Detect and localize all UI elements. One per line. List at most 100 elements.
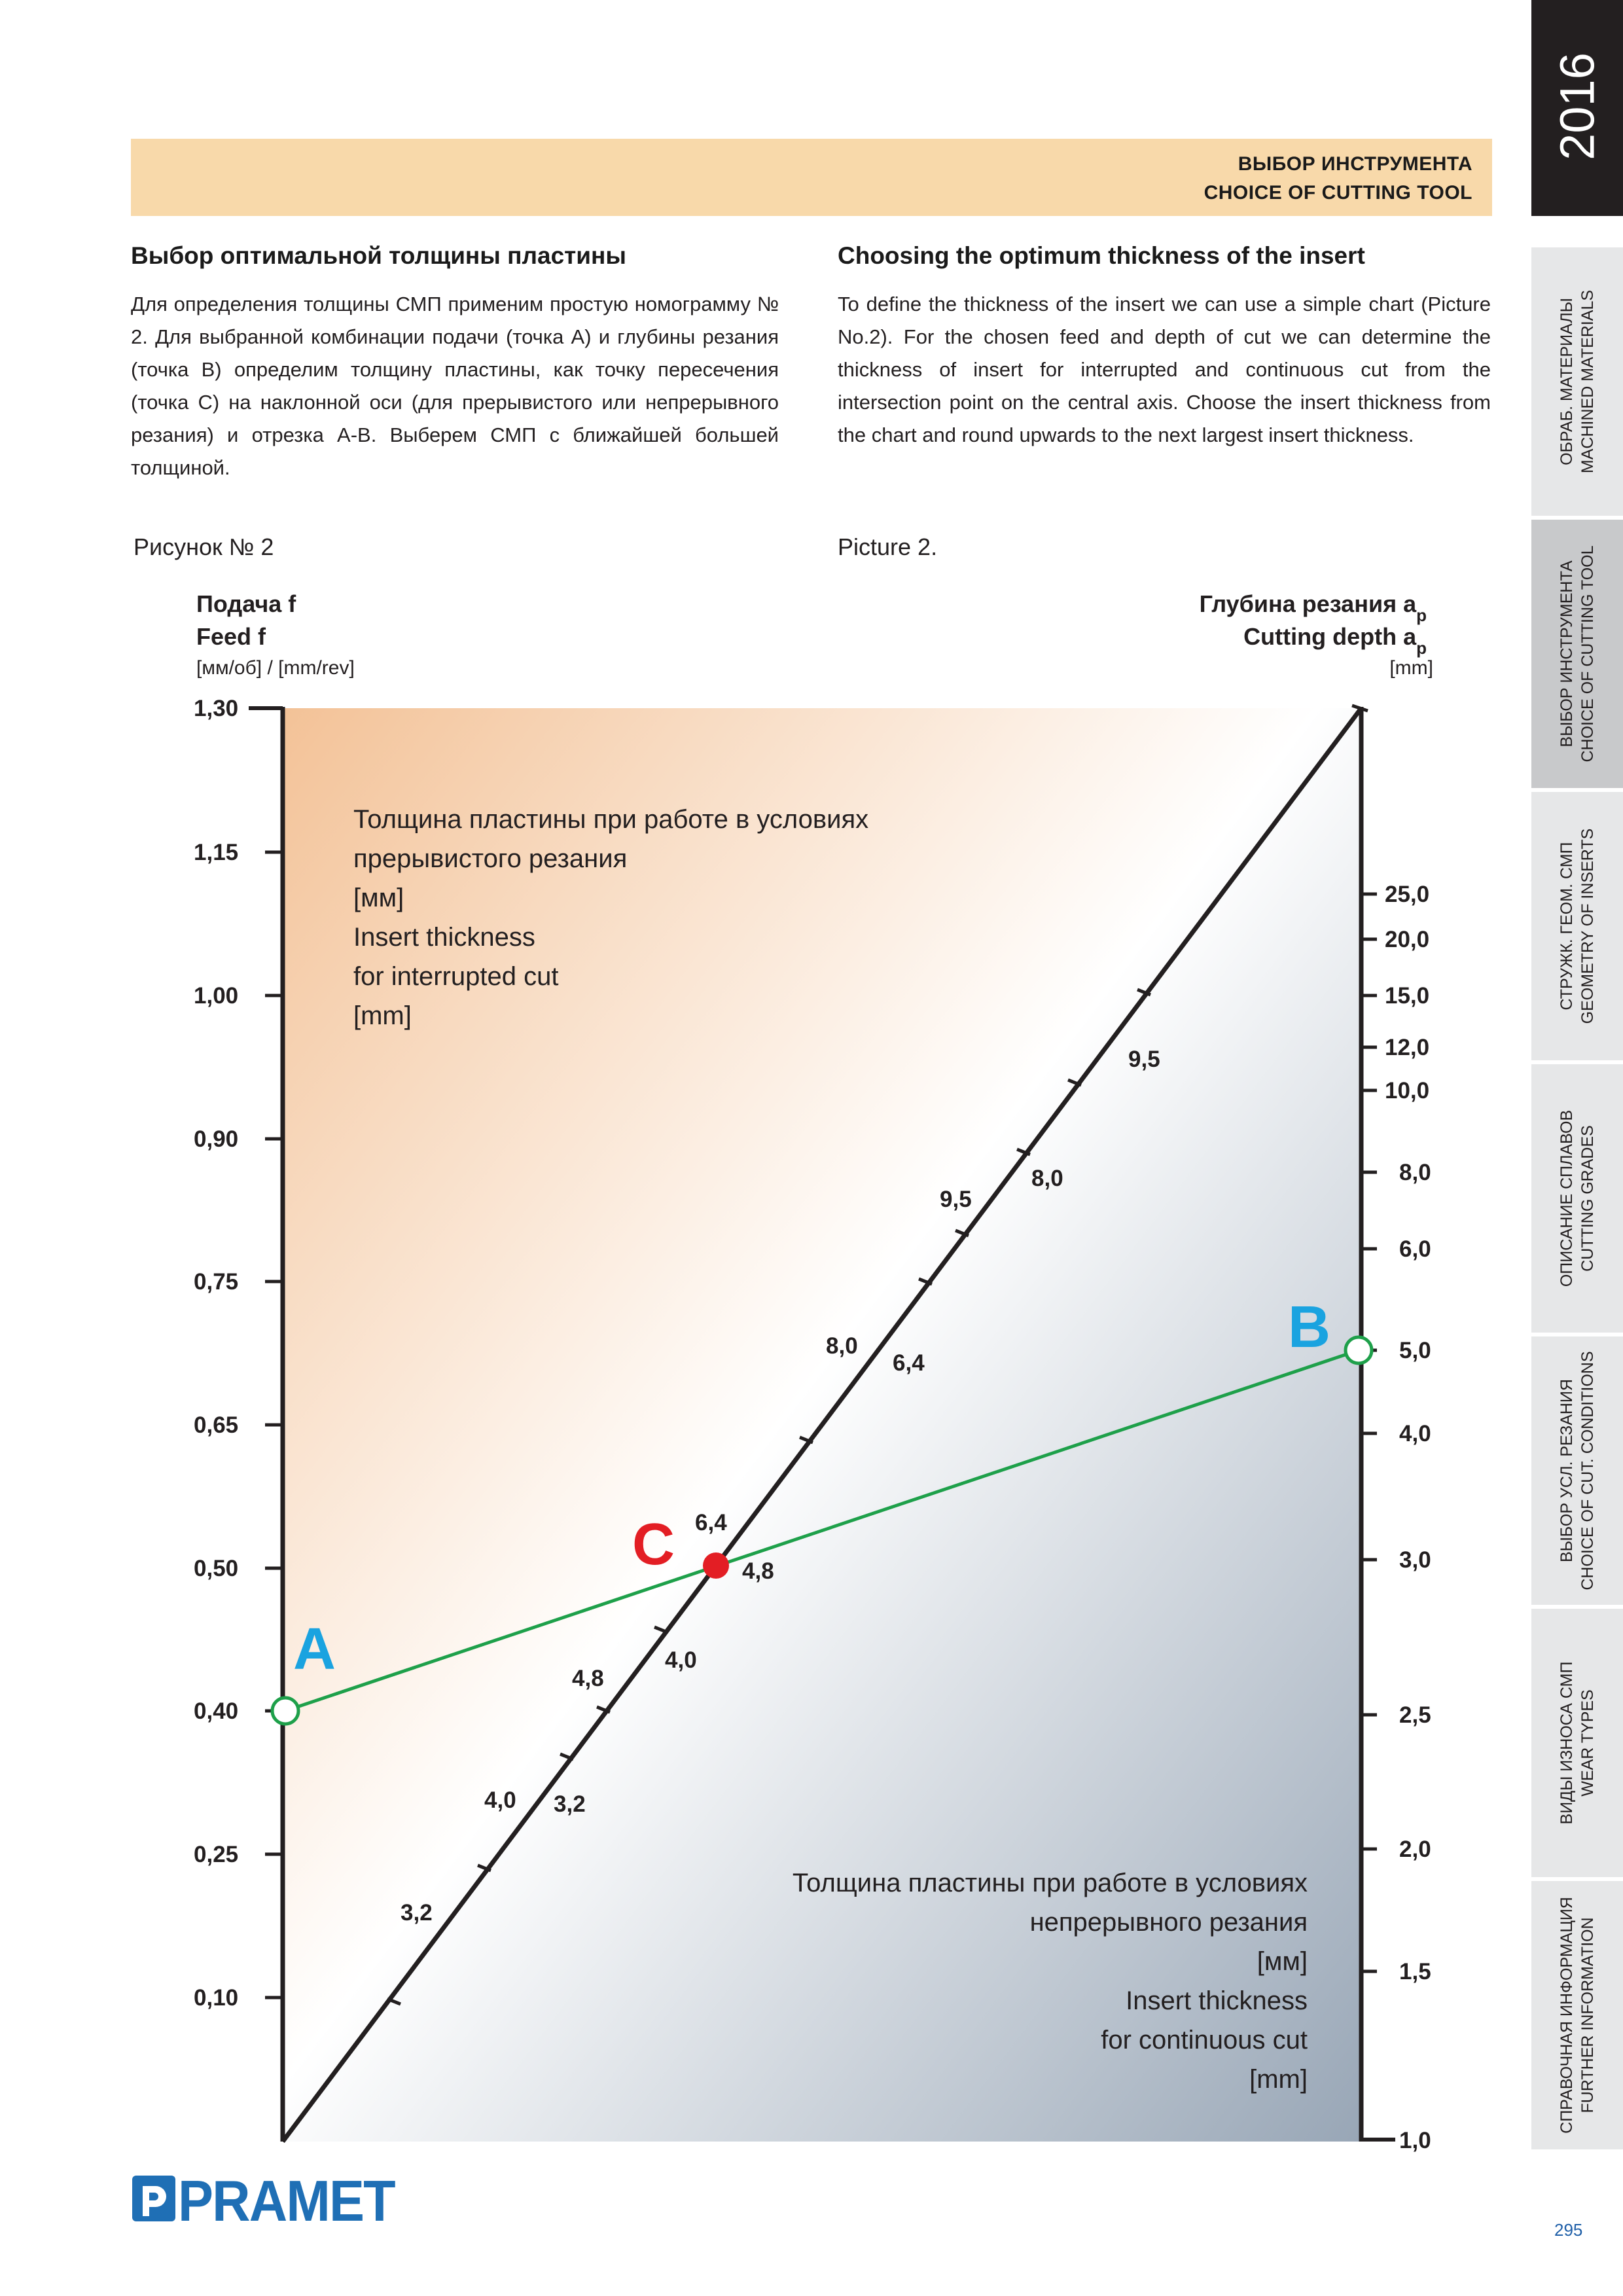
sidebar-tab-machined-materials[interactable]: ОБРАБ. МАТЕРИАЛЫ MACHINED MATERIALS — [1531, 247, 1623, 518]
left-tick-label: 0,50 — [194, 1556, 238, 1581]
interrupted-text-line: for interrupted cut — [353, 962, 559, 991]
sidebar-tab-label: ОПИСАНИЕ СПЛАВОВ CUTTING GRADES — [1556, 1110, 1598, 1287]
continuous-text-line: [мм] — [1257, 1947, 1308, 1976]
sidebar-tab-label: СПРАВОЧНАЯ ИНФОРМАЦИЯ FURTHER INFORMATIO… — [1556, 1897, 1598, 2134]
sidebar-tab-geometry-of-inserts[interactable]: СТРУЖК. ГЕОМ. СМП GEOMETRY OF INSERTS — [1531, 792, 1623, 1063]
continuous-text-line: [mm] — [1249, 2065, 1308, 2094]
year-label: 2016 — [1550, 52, 1605, 160]
point-b-marker — [1344, 1335, 1374, 1365]
right-axis-title-ru: Глубина резания ap — [1200, 590, 1427, 625]
sidebar-tab-ru: СТРУЖК. ГЕОМ. СМП — [1558, 842, 1576, 1011]
continuous-label: 4,0 — [665, 1647, 697, 1673]
right-tick-label: 2,0 — [1399, 1837, 1431, 1862]
sidebar-tab-label: ОБРАБ. МАТЕРИАЛЫ MACHINED MATERIALS — [1556, 290, 1598, 473]
sidebar-tab-en: MACHINED MATERIALS — [1578, 289, 1597, 474]
figure-caption-ru: Рисунок № 2 — [134, 533, 274, 560]
continuous-text-line: непрерывного резания — [1030, 1908, 1308, 1937]
sidebar-tab-ru: ВЫБОР ИНСТРУМЕНТА — [1558, 560, 1576, 747]
right-tick-label: 8,0 — [1399, 1160, 1431, 1185]
interrupted-text-line: [мм] — [353, 884, 404, 912]
sidebar-tab-ru: ОБРАБ. МАТЕРИАЛЫ — [1558, 298, 1576, 465]
interrupted-label: 3,2 — [401, 1900, 433, 1926]
right-axis-title-en: Cutting depth ap — [1243, 623, 1427, 658]
left-axis-unit: [мм/об] / [mm/rev] — [196, 657, 355, 679]
point-a-label: A — [293, 1617, 336, 1682]
interrupted-text-line: [mm] — [353, 1001, 412, 1030]
left-tick-label: 0,25 — [194, 1842, 238, 1867]
page-number: 295 — [1554, 2220, 1583, 2240]
sidebar-tab-cutting-grades[interactable]: ОПИСАНИЕ СПЛАВОВ CUTTING GRADES — [1531, 1064, 1623, 1335]
nomogram: Подача f Feed f [мм/об] / [mm/rev] Глуби… — [194, 590, 1433, 2153]
year-box: 2016 — [1531, 0, 1623, 216]
continuous-text-line: for continuous cut — [1101, 2026, 1308, 2054]
sidebar-tab-en: CUTTING GRADES — [1578, 1125, 1597, 1272]
right-tick-label: 3,0 — [1399, 1547, 1431, 1573]
left-tick-label: 1,30 — [194, 696, 238, 721]
interrupted-label: 4,8 — [572, 1666, 604, 1691]
continuous-label: 3,2 — [554, 1791, 586, 1817]
sidebar-tab-en: GEOMETRY OF INSERTS — [1578, 828, 1597, 1024]
right-tick-label: 10,0 — [1385, 1078, 1429, 1103]
right-tick-label: 2,5 — [1399, 1702, 1431, 1728]
left-axis-title-ru: Подача f — [196, 590, 296, 617]
left-tick-label: 1,00 — [194, 983, 238, 1009]
interrupted-text-line: прерывистого резания — [353, 844, 627, 873]
sidebar-tab-ru: ВИДЫ ИЗНОСА СМП — [1558, 1661, 1576, 1825]
continuous-label: 8,0 — [1031, 1166, 1063, 1191]
sidebar-tab-further-information[interactable]: СПРАВОЧНАЯ ИНФОРМАЦИЯ FURTHER INFORMATIO… — [1531, 1881, 1623, 2152]
continuous-label: 9,5 — [1128, 1047, 1160, 1072]
point-c-marker — [703, 1552, 729, 1579]
interrupted-label: 6,4 — [695, 1510, 727, 1535]
right-tick-label: 25,0 — [1385, 882, 1429, 907]
sidebar-tab-label: ВИДЫ ИЗНОСА СМП WEAR TYPES — [1556, 1662, 1598, 1825]
interrupted-text-line: Insert thickness — [353, 923, 535, 952]
header-title-en: CHOICE OF CUTTING TOOL — [1204, 182, 1472, 204]
interrupted-cut-text: Толщина пластины при работе в условиях п… — [353, 805, 868, 1030]
sidebar-tab-label: ВЫБОР УСЛ. РЕЗАНИЯ CHOICE OF CUT. CONDIT… — [1556, 1351, 1598, 1590]
continuous-text-line: Толщина пластины при работе в условиях — [793, 1869, 1308, 1897]
figure-caption-en: Picture 2. — [838, 533, 938, 560]
interrupted-label: 9,5 — [940, 1187, 972, 1212]
section-title-en: Choosing the optimum thickness of the in… — [838, 242, 1365, 269]
header-band: ВЫБОР ИНСТРУМЕНТА CHOICE OF CUTTING TOOL — [131, 139, 1492, 216]
left-axis-title-en: Feed f — [196, 623, 266, 650]
sidebar-tab-en: CHOICE OF CUT. CONDITIONS — [1578, 1351, 1597, 1590]
left-tick-label: 0,40 — [194, 1698, 238, 1724]
example-line-ab — [285, 1348, 1359, 1713]
sidebar-tab-en: FURTHER INFORMATION — [1578, 1917, 1597, 2113]
sidebar-tab-en: CHOICE OF CUTTING TOOL — [1578, 545, 1597, 762]
left-tick-label: 0,10 — [194, 1985, 238, 2011]
right-tick-label: 1,5 — [1399, 1959, 1431, 1984]
diagonal-ticks — [387, 704, 1368, 2006]
header-title-ru: ВЫБОР ИНСТРУМЕНТА — [1238, 153, 1472, 175]
sidebar-tab-label: СТРУЖК. ГЕОМ. СМП GEOMETRY OF INSERTS — [1556, 829, 1598, 1024]
sidebar-tab-choice-of-cutting-tool[interactable]: ВЫБОР ИНСТРУМЕНТА CHOICE OF CUTTING TOOL — [1531, 520, 1623, 791]
sidebar-tab-ru: ВЫБОР УСЛ. РЕЗАНИЯ — [1558, 1378, 1576, 1563]
interrupted-text-line: Толщина пластины при работе в условиях — [353, 805, 868, 834]
right-tick-label: 12,0 — [1385, 1035, 1429, 1060]
left-tick-label: 0,75 — [194, 1269, 238, 1295]
right-tick-label: 20,0 — [1385, 927, 1429, 952]
right-tick-label: 1,0 — [1399, 2128, 1431, 2153]
right-tick-label: 5,0 — [1399, 1338, 1431, 1363]
section-title-ru: Выбор оптимальной толщины пластины — [131, 242, 626, 269]
point-b-label: B — [1288, 1295, 1330, 1360]
left-tick-label: 1,15 — [194, 840, 238, 865]
sidebar-tab-wear-types[interactable]: ВИДЫ ИЗНОСА СМП WEAR TYPES — [1531, 1609, 1623, 1880]
sidebar-tab-ru: СПРАВОЧНАЯ ИНФОРМАЦИЯ — [1558, 1897, 1576, 2134]
continuous-label: 4,8 — [742, 1558, 774, 1584]
left-tick-label: 0,65 — [194, 1412, 238, 1438]
pramet-logo-text: PRAMET — [178, 2168, 396, 2233]
continuous-label: 6,4 — [893, 1350, 925, 1376]
pramet-logo-icon — [132, 2176, 175, 2221]
diagonal-axis-line — [281, 706, 1363, 2144]
pramet-logo: PRAMET — [131, 2168, 406, 2233]
paragraph-en: To define the thickness of the insert we… — [838, 293, 1491, 446]
sidebar-tab-cutting-conditions[interactable]: ВЫБОР УСЛ. РЕЗАНИЯ CHOICE OF CUT. CONDIT… — [1531, 1336, 1623, 1607]
interrupted-label: 8,0 — [826, 1333, 858, 1359]
sidebar-tab-en: WEAR TYPES — [1578, 1689, 1597, 1797]
point-c-label: C — [632, 1512, 675, 1577]
right-tick-label: 15,0 — [1385, 983, 1429, 1009]
right-axis-unit: [mm] — [1389, 657, 1433, 679]
paragraph-ru: Для определения толщины СМП применим про… — [131, 293, 779, 479]
